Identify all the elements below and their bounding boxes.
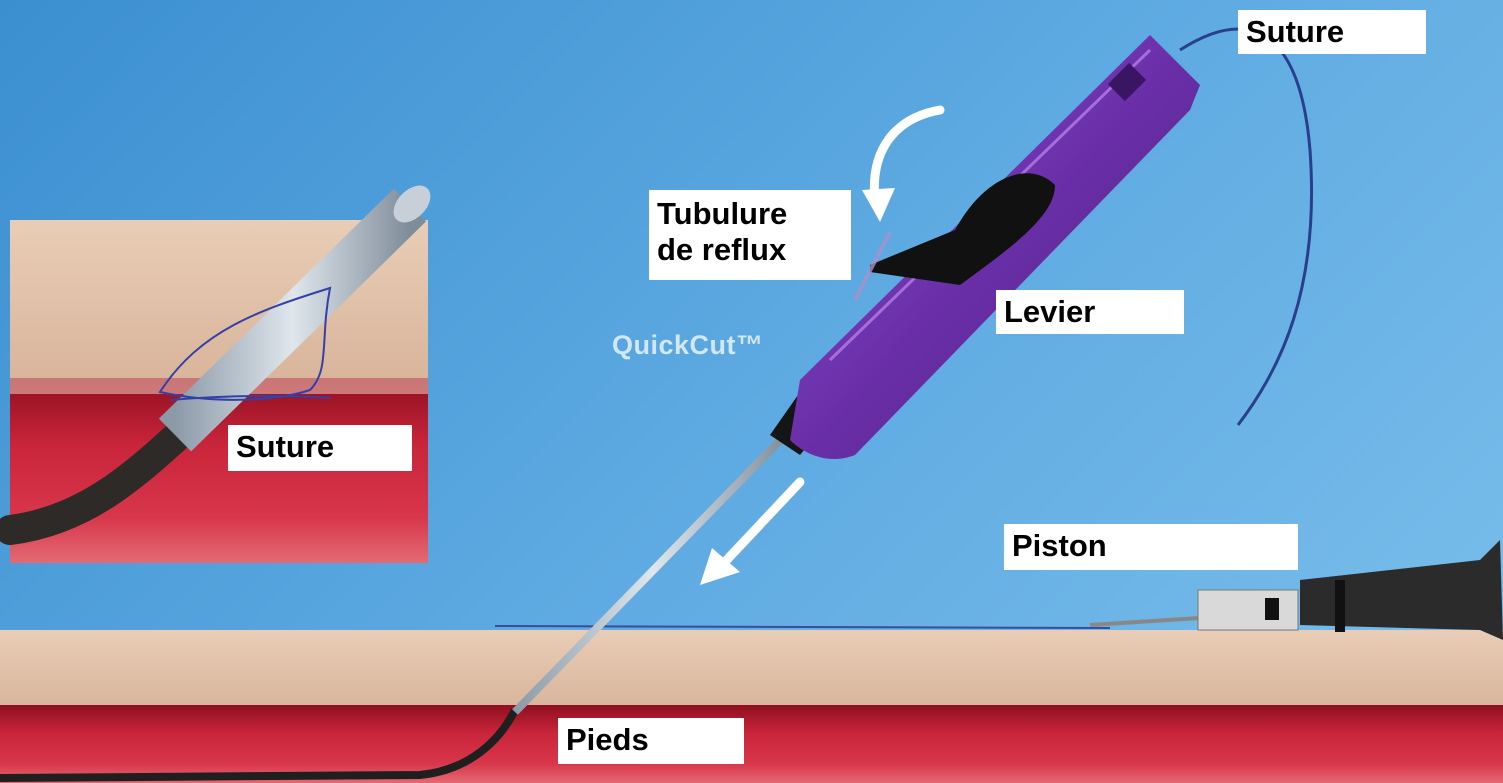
suture-thread-horizontal (495, 626, 1110, 628)
label-suture-inset: Suture (228, 425, 412, 471)
brand-mark: QuickCut™ (612, 330, 764, 361)
skin-layer (0, 630, 1503, 710)
curved-arrow-icon (874, 110, 940, 200)
label-lever: Levier (996, 290, 1184, 334)
label-suture-top: Suture (1238, 10, 1426, 54)
label-feet: Pieds (558, 718, 744, 764)
blood-vessel (0, 705, 1503, 783)
label-plunger: Piston (1004, 524, 1298, 570)
suture-thread-loop (1180, 29, 1312, 425)
inset-panel (10, 179, 437, 563)
label-reflux-tube: Tubulure de reflux (649, 190, 851, 280)
straight-arrow-icon (722, 482, 800, 565)
